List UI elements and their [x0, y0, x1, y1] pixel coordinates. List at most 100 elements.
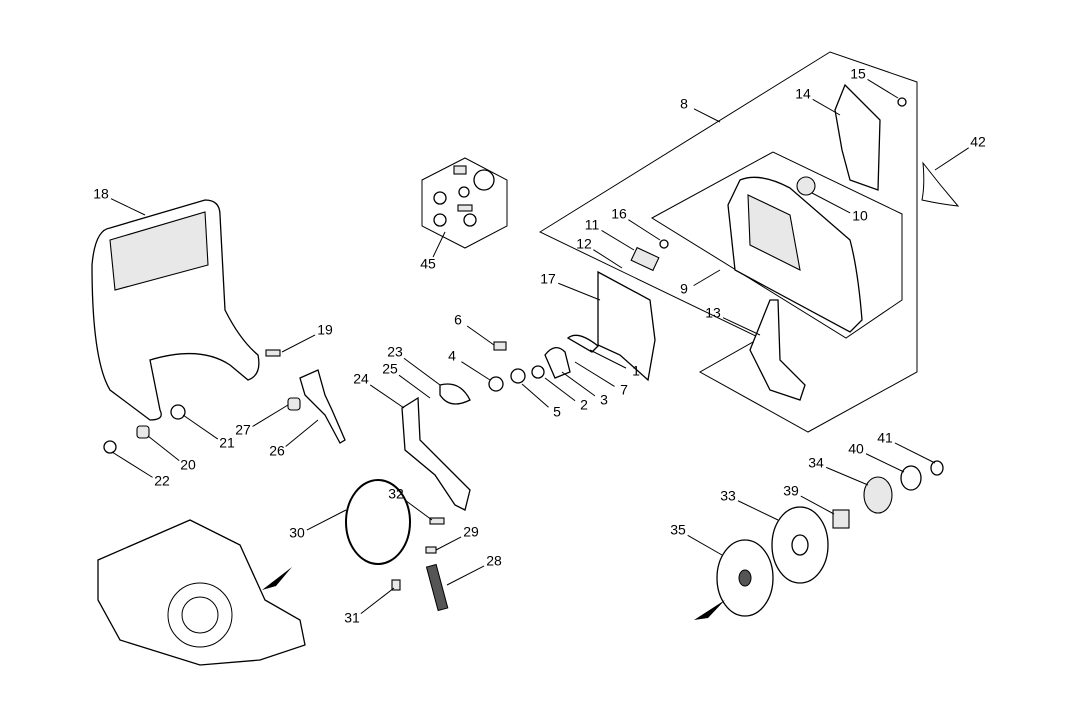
part-23-spring: [439, 383, 471, 405]
leader-line: [281, 334, 316, 353]
part-label: 39: [783, 483, 799, 499]
leader-line: [800, 495, 835, 515]
leader-line: [404, 499, 433, 521]
part-label: 3: [600, 392, 608, 408]
leader-line: [826, 466, 869, 486]
leader-line: [722, 317, 761, 336]
part-label: 16: [611, 206, 627, 222]
part-label: 5: [553, 404, 561, 420]
part-11-block: [630, 246, 660, 272]
group-45-outline: [421, 157, 508, 249]
part-label: 45: [420, 256, 436, 272]
part-label: 10: [852, 208, 868, 224]
part-13-catcher: [749, 299, 806, 401]
part-10-nut: [796, 176, 816, 196]
leader-line: [111, 451, 153, 478]
leader-line: [435, 536, 462, 551]
part-5-washer: [510, 368, 526, 384]
leader-line: [693, 269, 721, 287]
group-8-outline: [538, 51, 918, 433]
leader-line: [589, 349, 627, 369]
part-label: 22: [154, 473, 170, 489]
part-40-washer: [900, 465, 922, 491]
leader-line: [521, 383, 549, 408]
leader-line: [865, 453, 905, 473]
part-label: 35: [670, 522, 686, 538]
leader-lines: [110, 79, 969, 615]
part-9-inner: [747, 194, 801, 271]
part-28-spring: [425, 563, 449, 612]
part-label: 29: [463, 524, 479, 540]
leader-line: [558, 282, 601, 301]
part-label: 24: [353, 371, 369, 387]
leader-line: [894, 442, 936, 464]
part-19-screw: [265, 349, 281, 357]
part-label: 4: [448, 348, 456, 364]
part-label: 33: [720, 488, 736, 504]
part-label: 42: [970, 134, 986, 150]
part-label: 31: [344, 610, 360, 626]
part-label: 19: [317, 322, 333, 338]
part-label: 15: [850, 66, 866, 82]
part-1-lever: [566, 334, 599, 353]
part-3-tensioner: [544, 347, 571, 379]
leader-line: [693, 108, 721, 123]
part-label: 32: [388, 486, 404, 502]
part-label: 11: [585, 217, 600, 233]
engine-housing-hub: [181, 596, 219, 634]
leader-line: [403, 357, 441, 386]
part-42-sticker: [921, 161, 960, 207]
part-label: 8: [680, 96, 688, 112]
part-31-pin: [391, 579, 401, 591]
part-label: 12: [576, 236, 592, 252]
leader-line: [461, 361, 491, 381]
part-16-nut: [659, 239, 669, 249]
part-32-screw: [429, 517, 445, 525]
part-label: 21: [219, 435, 235, 451]
part-label: 34: [808, 455, 824, 471]
leader-line: [306, 509, 347, 531]
part-label: 25: [382, 361, 398, 377]
part-41-clip: [930, 460, 944, 476]
part-17-plate: [597, 270, 656, 382]
part-34-sprocket: [863, 476, 893, 514]
part-15-screw: [897, 97, 907, 107]
leader-line: [687, 534, 723, 556]
part-20-spacer: [136, 425, 150, 439]
leader-line: [252, 404, 289, 427]
leader-line: [601, 230, 635, 251]
part-label: 40: [848, 441, 864, 457]
leader-line: [285, 419, 319, 447]
part-26-lever: [299, 369, 346, 444]
leader-line: [934, 147, 969, 171]
part-22-bolt: [103, 440, 117, 454]
leader-line: [446, 565, 485, 586]
part-45-kit: [433, 165, 495, 227]
part-label: 41: [877, 430, 893, 446]
part-label: 9: [680, 281, 688, 297]
part-4-ring: [488, 376, 504, 392]
leader-line: [369, 384, 405, 409]
part-33-hub: [791, 534, 809, 556]
part-2-nut: [531, 365, 545, 379]
part-label: 13: [705, 305, 721, 321]
part-label: 20: [180, 457, 196, 473]
part-35-center: [738, 569, 752, 587]
part-label: 26: [269, 443, 285, 459]
part-label: 7: [620, 382, 628, 398]
leader-line: [182, 414, 219, 440]
leader-line: [811, 192, 851, 214]
leader-line: [867, 79, 899, 99]
leader-line: [398, 374, 431, 399]
leader-line: [574, 361, 615, 387]
part-number-labels: 8151442101611129171362325417325241918452…: [93, 66, 986, 626]
part-27-bushing: [287, 397, 301, 411]
part-label: 23: [387, 344, 403, 360]
part-30-brake-band: [345, 479, 411, 565]
part-39-bearing: [832, 509, 850, 529]
part-label: 1: [632, 363, 640, 379]
part-label: 27: [235, 422, 251, 438]
leader-line: [812, 98, 841, 116]
